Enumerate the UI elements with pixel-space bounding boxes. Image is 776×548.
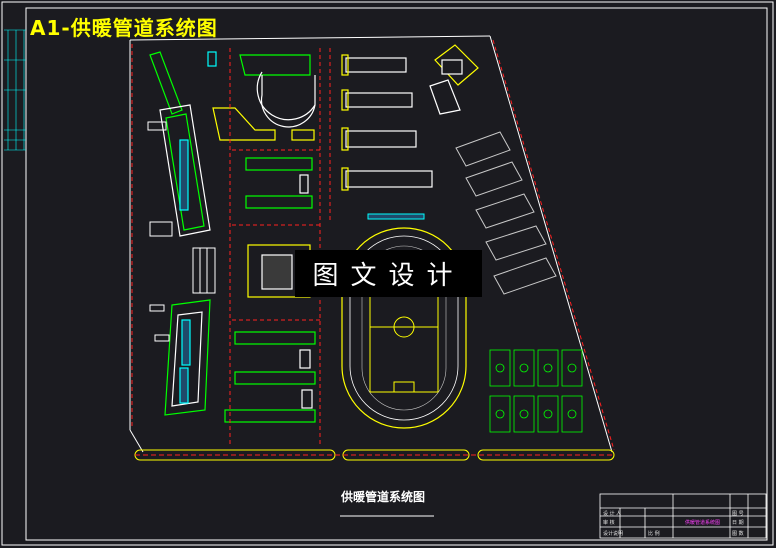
title-block-sheet-count: 图 数	[732, 531, 744, 537]
title-block-designer: 设 计 人	[603, 511, 622, 517]
northeast-annex	[429, 44, 479, 115]
drawing-subtitle: 供暖管道系统图	[341, 490, 426, 504]
north-buildings	[207, 51, 316, 141]
dormitory-row	[341, 54, 433, 191]
heating-pipes	[229, 48, 331, 445]
title-block-notes: 设计说明	[603, 531, 624, 537]
title-block-drawing-name: 供暖管道系统图	[685, 520, 721, 526]
west-small-blocks	[147, 121, 216, 342]
inner-border	[25, 7, 768, 541]
title-block-drawing-no: 图 号	[732, 511, 744, 517]
watermark-text: 图文设计	[312, 261, 465, 291]
title-block	[599, 493, 767, 539]
watermark-box: 图文设计	[295, 250, 482, 297]
title-block-reviewer: 审 核	[603, 520, 615, 526]
residential-blocks	[455, 131, 557, 295]
running-track	[341, 213, 467, 429]
west-classroom-bottom	[164, 299, 211, 416]
site-boundary	[129, 35, 615, 453]
title-block-scale: 比 例	[648, 531, 660, 537]
west-classroom-top	[149, 51, 211, 237]
bottom-road	[134, 449, 615, 461]
drawing-title: A1-供暖管道系统图	[30, 16, 218, 40]
left-binding-strip	[4, 29, 26, 151]
title-block-date: 日 期	[732, 520, 744, 526]
center-buildings	[224, 157, 316, 423]
basketball-courts	[489, 349, 583, 433]
